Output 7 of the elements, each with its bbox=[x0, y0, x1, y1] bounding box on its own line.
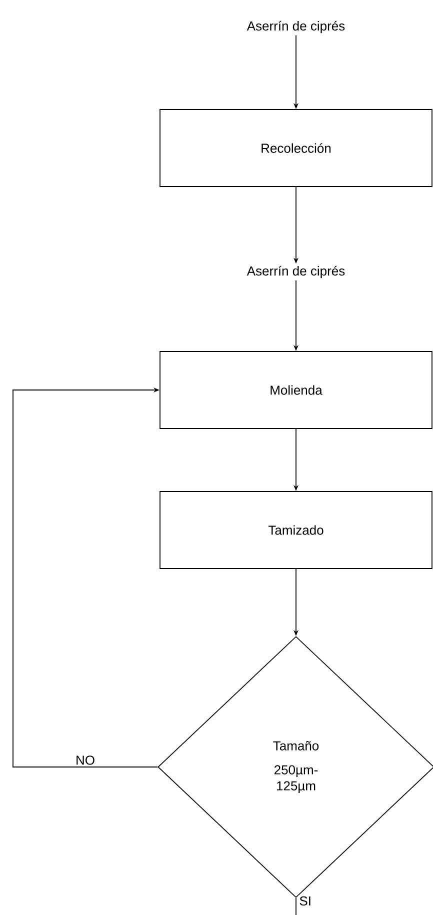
process-box: Molienda bbox=[160, 351, 432, 429]
process-box: Tamizado bbox=[160, 491, 432, 569]
input-label: Aserrín de ciprés bbox=[246, 266, 345, 278]
edge-label: SI bbox=[298, 895, 312, 907]
process-box: Recolección bbox=[160, 109, 432, 187]
input-label: Aserrín de ciprés bbox=[246, 20, 345, 34]
edge-label: NO bbox=[74, 754, 96, 766]
